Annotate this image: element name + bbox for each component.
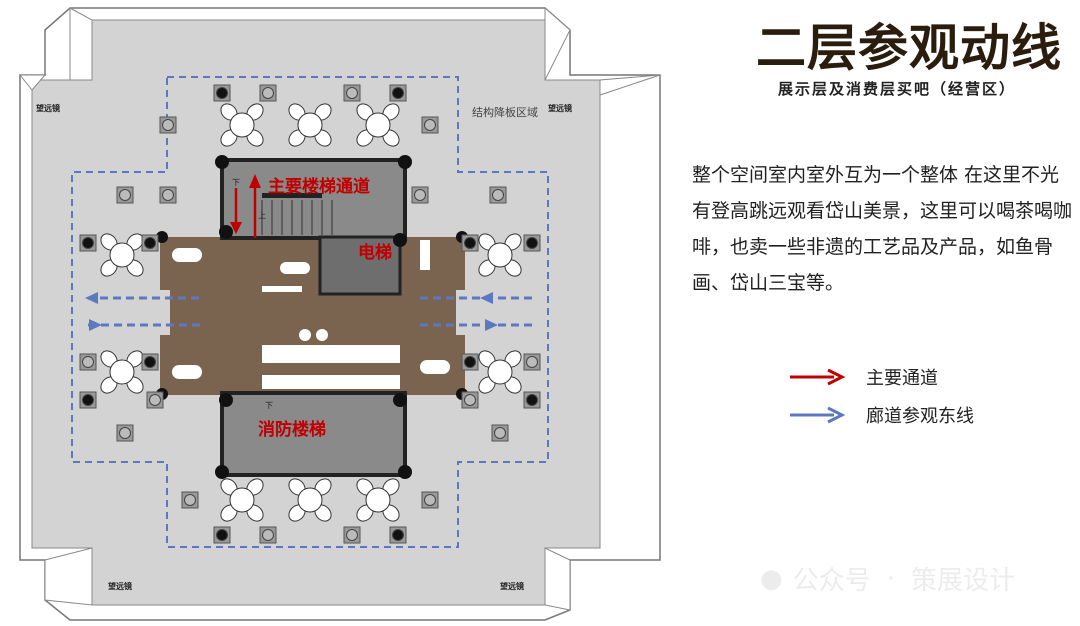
watermark: ● 公众号 · 策展设计 (760, 560, 1015, 597)
stair-down-mark: 下 (265, 401, 273, 410)
table-with-chairs (288, 478, 332, 522)
main-route-arrows (230, 174, 261, 238)
legend-corridor-route: 廊道参观东线 (788, 402, 974, 428)
cafe-tables (100, 103, 522, 522)
stair-up-mark: 上 (258, 211, 266, 220)
watermark-prefix: 公众号 (792, 566, 871, 596)
table-with-chairs (220, 103, 264, 147)
red-arrow-icon (790, 368, 846, 386)
wechat-icon: ● (760, 563, 783, 594)
table-with-chairs (288, 103, 332, 147)
page-title: 二层参观动线 (756, 19, 1062, 77)
corridor-route-arrows (88, 296, 535, 327)
fire-stair (220, 391, 407, 477)
table-with-chairs (100, 233, 144, 277)
description: 整个空间室内室外互为一个整体 在这里不光有登高跳远观看岱山美景，这里可以喝茶喝咖… (692, 164, 1073, 294)
legend-main-route: 主要通道 (788, 364, 938, 390)
interior-area (160, 237, 465, 395)
telescope-label: 望远镜 (500, 581, 524, 591)
dashed-zone-boundary (71, 76, 549, 548)
structure-area-label: 结构降板区域 (472, 105, 538, 119)
stair-down-mark: 下 (232, 178, 240, 187)
table-with-chairs (220, 478, 264, 522)
fire-stair-label: 消防楼梯 (258, 419, 326, 440)
table-with-chairs (356, 103, 400, 147)
corner-bevels (18, 6, 661, 611)
columns (156, 155, 468, 479)
legend-label: 主要通道 (866, 368, 938, 389)
table-with-chairs (356, 478, 400, 522)
stools (79, 84, 541, 544)
table-with-chairs (100, 350, 144, 394)
telescope-label: 望远镜 (108, 581, 132, 591)
watermark-name: 策展设计 (910, 566, 1015, 596)
elevator-shaft (318, 235, 402, 296)
elevator-label: 电梯 (358, 242, 392, 263)
legend-label: 廊道参观东线 (866, 406, 974, 427)
page-subtitle: 展示层及消费层买吧（经营区） (778, 80, 1017, 98)
telescope-label: 望远镜 (36, 103, 60, 113)
table-with-chairs (478, 233, 522, 277)
floor-plan: 主要楼梯通道 电梯 消防楼梯 结构降板区域 望远镜 望远镜 望远镜 望远镜 下 … (18, 6, 661, 621)
blue-arrow-icon (790, 406, 846, 424)
table-with-chairs (478, 350, 522, 394)
main-stair-label: 主要楼梯通道 (268, 176, 370, 197)
main-stair (220, 158, 407, 240)
watermark-separator: · (886, 563, 895, 594)
telescope-label: 望远镜 (548, 103, 572, 113)
